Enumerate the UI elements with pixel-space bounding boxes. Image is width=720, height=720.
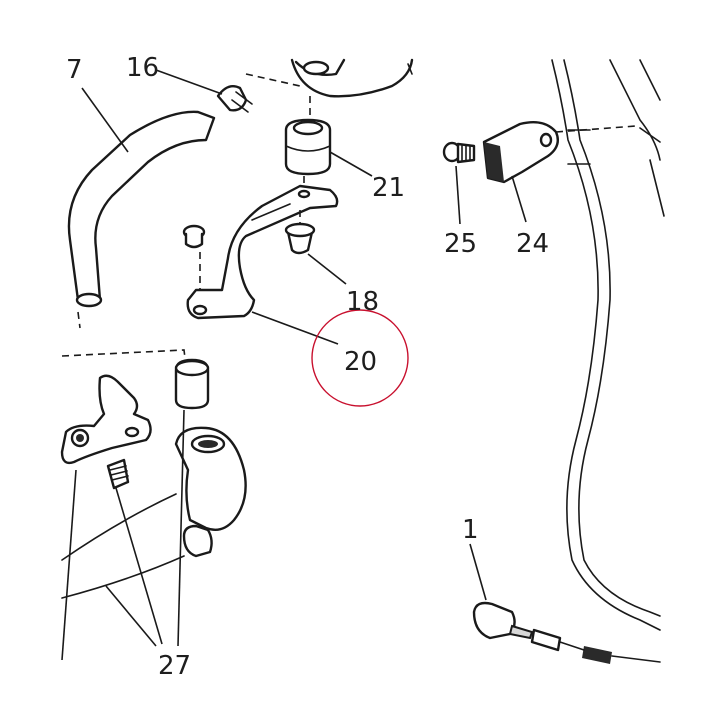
- bolt-small: [182, 224, 206, 290]
- highlight-circle: [311, 309, 409, 407]
- callout-21: 21: [372, 173, 405, 203]
- throttle-cable: [551, 59, 665, 631]
- callout-16: 16: [126, 53, 159, 83]
- callout-25: 25: [444, 229, 477, 259]
- callout-27: 27: [158, 651, 191, 681]
- bracket-part-20: [186, 184, 339, 320]
- callout-24: 24: [516, 229, 549, 259]
- screw-part-25: [442, 141, 476, 164]
- callout-20: 20: [344, 347, 377, 377]
- cable-guide-part-24: [482, 121, 559, 184]
- leader-lines: [61, 69, 527, 661]
- hose-clamp-part-16: [216, 85, 253, 113]
- callout-18: 18: [346, 287, 379, 317]
- lower-lever-assembly: [60, 349, 247, 599]
- hose-part-7: [67, 110, 216, 329]
- callout-1: 1: [462, 515, 479, 545]
- cable-end-part-1: [472, 601, 661, 664]
- callout-7: 7: [66, 55, 83, 85]
- nut-part-18: [284, 210, 316, 255]
- rubber-mount-part-21: [284, 118, 332, 192]
- upper-housing: [245, 58, 414, 124]
